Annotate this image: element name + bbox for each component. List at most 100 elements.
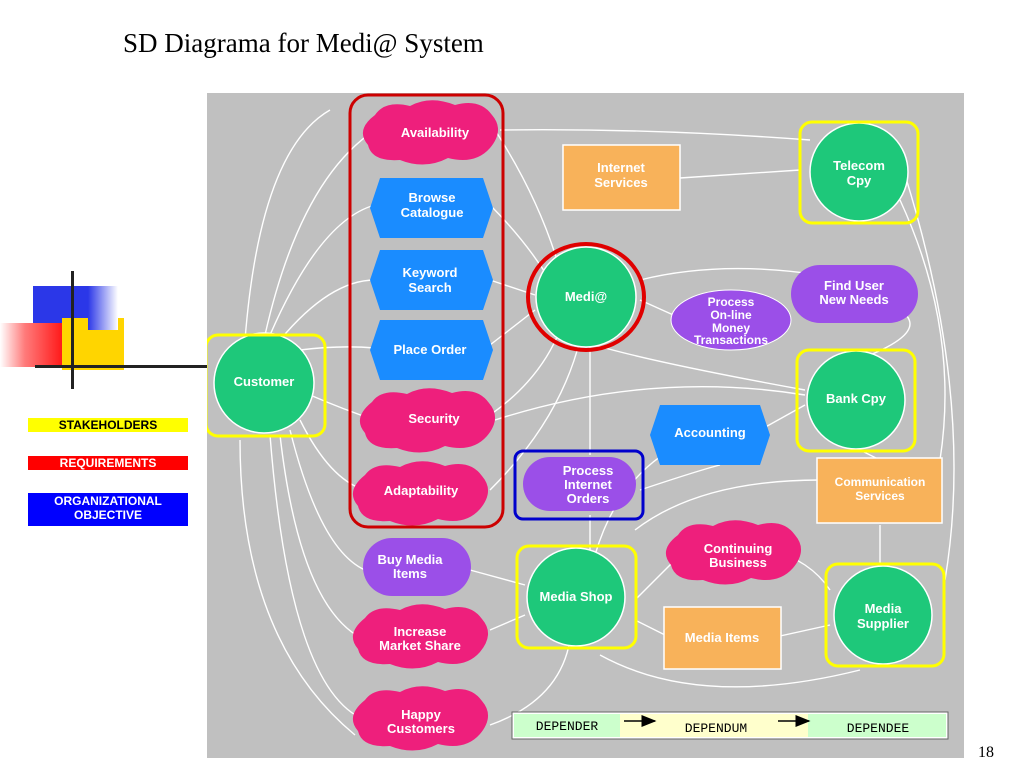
medi-label: Medi@ bbox=[565, 289, 607, 304]
legend-org-line1: ORGANIZATIONAL bbox=[54, 494, 162, 508]
bank-label: Bank Cpy bbox=[826, 391, 887, 406]
softgoal-adaptability: Adaptability bbox=[352, 461, 489, 526]
customer-label: Customer bbox=[234, 374, 295, 389]
availability-label: Availability bbox=[401, 125, 470, 140]
customer-frame bbox=[207, 333, 327, 438]
continuing-business-line1: Continuing bbox=[704, 541, 773, 556]
media-shop-label: Media Shop bbox=[540, 589, 613, 604]
legend-dependum: DEPENDUM bbox=[685, 721, 747, 736]
bank-frame bbox=[795, 348, 917, 453]
browse-catalogue-line1: Browse bbox=[409, 190, 456, 205]
decorative-blue-gradient bbox=[88, 286, 118, 330]
slide-title: SD Diagrama for Medi@ System bbox=[123, 28, 484, 58]
task-place-order: Place Order bbox=[370, 320, 493, 380]
legend-organizational-objective: ORGANIZATIONAL OBJECTIVE bbox=[28, 493, 188, 526]
process-orders-line1: Process bbox=[563, 463, 614, 478]
legend-org-line2: OBJECTIVE bbox=[73, 508, 142, 522]
accounting-label: Accounting bbox=[674, 425, 746, 440]
actor-media-shop: Media Shop bbox=[526, 547, 626, 647]
page-number: 18 bbox=[978, 744, 994, 761]
actor-medi: Medi@ bbox=[535, 246, 637, 348]
decorative-vertical-line bbox=[71, 271, 74, 389]
internet-services-line1: Internet bbox=[597, 160, 645, 175]
telecom-frame bbox=[798, 120, 920, 225]
process-money-line3: Money bbox=[712, 321, 750, 335]
telecom-line2: Cpy bbox=[847, 173, 872, 188]
resource-media-items: Media Items bbox=[663, 606, 782, 670]
legend-requirements: REQUIREMENTS bbox=[28, 456, 188, 470]
media-shop-frame bbox=[515, 544, 638, 650]
media-items-label: Media Items bbox=[685, 630, 759, 645]
place-order-label: Place Order bbox=[394, 342, 467, 357]
continuing-business-line2: Business bbox=[709, 555, 767, 570]
decorative-horizontal-line bbox=[35, 365, 207, 368]
adaptability-label: Adaptability bbox=[384, 483, 459, 498]
process-orders-line3: Orders bbox=[567, 491, 610, 506]
keyword-search-line2: Search bbox=[408, 280, 451, 295]
keyword-search-line1: Keyword bbox=[403, 265, 458, 280]
decorative-red-square bbox=[0, 323, 62, 367]
buy-media-line2: Items bbox=[393, 566, 427, 581]
media-supplier-line1: Media bbox=[865, 601, 903, 616]
buy-media-line1: Buy Media bbox=[377, 552, 443, 567]
highlight-frames bbox=[207, 93, 946, 668]
medi-red-frame bbox=[526, 242, 646, 352]
internet-services-line2: Services bbox=[594, 175, 648, 190]
dependency-legend: DEPENDER DEPENDUM DEPENDEE bbox=[511, 711, 949, 740]
happy-customers-line1: Happy bbox=[401, 707, 442, 722]
security-label: Security bbox=[408, 411, 460, 426]
browse-catalogue-line2: Catalogue bbox=[401, 205, 464, 220]
media-supplier-frame bbox=[824, 562, 946, 668]
org-objective-frame bbox=[513, 449, 645, 521]
legend-stakeholders: STAKEHOLDERS bbox=[28, 418, 188, 432]
legend-dependee: DEPENDEE bbox=[847, 721, 910, 736]
find-user-line1: Find User bbox=[824, 278, 884, 293]
legend-depender: DEPENDER bbox=[536, 719, 599, 734]
requirements-frame bbox=[348, 93, 505, 529]
process-money-line4: Transactions bbox=[694, 333, 768, 347]
communication-services-line2: Services bbox=[855, 489, 905, 503]
softgoal-security: Security bbox=[359, 388, 496, 453]
task-accounting: Accounting bbox=[650, 405, 770, 465]
happy-customers-line2: Customers bbox=[387, 721, 455, 736]
media-supplier-line2: Supplier bbox=[857, 616, 909, 631]
process-money-line1: Process bbox=[708, 295, 755, 309]
telecom-line1: Telecom bbox=[833, 158, 885, 173]
process-orders-line2: Internet bbox=[564, 477, 612, 492]
actor-customer: Customer bbox=[213, 332, 315, 434]
increase-market-share-line1: Increase bbox=[394, 624, 447, 639]
softgoal-availability: Availability bbox=[362, 100, 499, 165]
process-money-line2: On-line bbox=[710, 308, 752, 322]
increase-market-share-line2: Market Share bbox=[379, 638, 461, 653]
find-user-line2: New Needs bbox=[819, 292, 888, 307]
communication-services-line1: Communication bbox=[835, 475, 926, 489]
actor-bank: Bank Cpy bbox=[806, 350, 906, 450]
